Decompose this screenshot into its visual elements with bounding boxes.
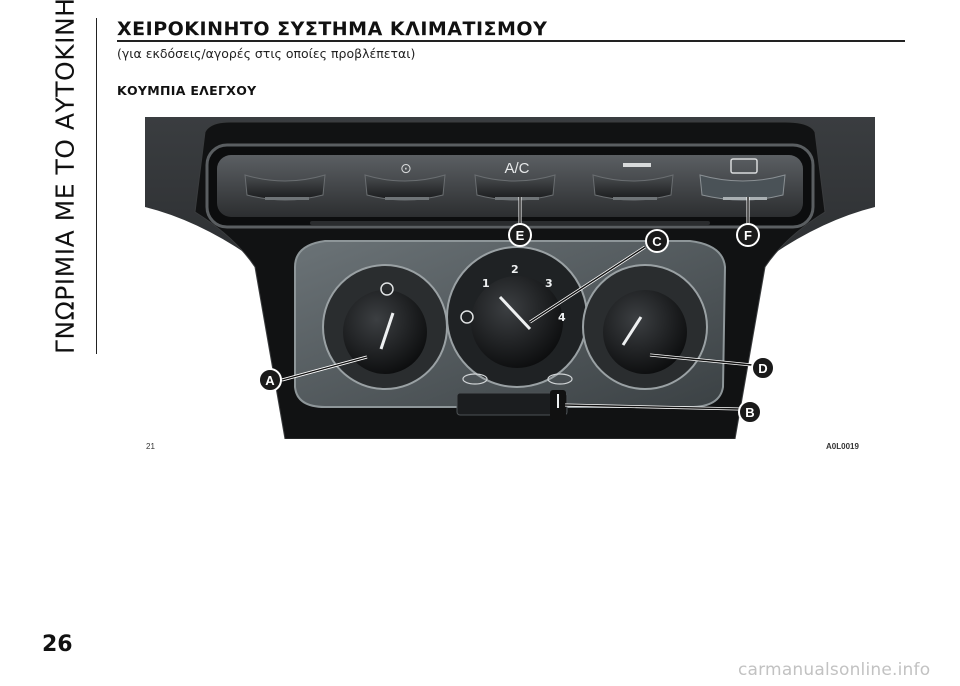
callout-c: C <box>645 229 669 253</box>
svg-text:C: C <box>652 234 662 249</box>
side-tab-frame <box>38 18 97 354</box>
callout-f: F <box>736 223 760 247</box>
title-rule <box>117 40 905 42</box>
svg-text:E: E <box>516 228 525 243</box>
svg-text:B: B <box>745 405 754 420</box>
rear-defrost-button[interactable] <box>699 158 786 201</box>
key-icon <box>623 163 651 167</box>
fan-speed-3: 3 <box>545 277 553 290</box>
svg-text:F: F <box>744 228 752 243</box>
svg-text:D: D <box>758 361 767 376</box>
fan-icon <box>460 310 474 324</box>
temperature-knob[interactable] <box>343 290 427 374</box>
side-tab-label: ΓΝΩΡΙΜΙΑ ΜΕ ΤΟ ΑΥΤΟΚΙΝΗΤΟ <box>50 0 80 354</box>
page-number: 26 <box>42 632 73 657</box>
page-subtitle: (για εκδόσεις/αγορές στις οποίες προβλέπ… <box>117 46 416 61</box>
ac-button-label: A/C <box>504 160 529 177</box>
ac-button[interactable]: A/C <box>474 160 556 201</box>
svg-text:A: A <box>265 373 275 388</box>
page-title: ΧΕΙΡΟΚΙΝΗΤΟ ΣΥΣΤΗΜΑ ΚΛΙΜΑΤΙΣΜΟΥ <box>117 18 548 40</box>
rear-fog-icon: ⊙ <box>400 161 412 177</box>
key-button[interactable] <box>592 163 674 201</box>
callout-b: B <box>738 400 762 424</box>
car-outside-air-icon <box>547 373 573 385</box>
fan-speed-1: 1 <box>482 277 490 290</box>
climate-control-figure: ⊙ A/C 1 2 3 4 <box>145 117 875 439</box>
fan-speed-4: 4 <box>558 311 566 324</box>
rear-fog-button[interactable]: ⊙ <box>364 161 446 201</box>
rear-defrost-icon <box>730 158 758 174</box>
fan-speed-knob[interactable] <box>471 276 563 368</box>
callout-a: A <box>258 368 282 392</box>
callout-d: D <box>751 356 775 380</box>
callout-e: E <box>508 223 532 247</box>
car-recirc-icon <box>462 373 488 385</box>
fan-speed-2: 2 <box>511 263 519 276</box>
section-heading: ΚΟΥΜΠΙΑ ΕΛΕΓΧΟΥ <box>117 83 257 98</box>
recirc-button-left[interactable] <box>244 174 326 201</box>
figure-number: 21 <box>146 442 155 451</box>
figure-code: A0L0019 <box>826 442 859 451</box>
recirculation-icon <box>380 282 394 296</box>
watermark: carmanualsonline.info <box>738 660 931 680</box>
air-distribution-knob[interactable] <box>603 290 687 374</box>
